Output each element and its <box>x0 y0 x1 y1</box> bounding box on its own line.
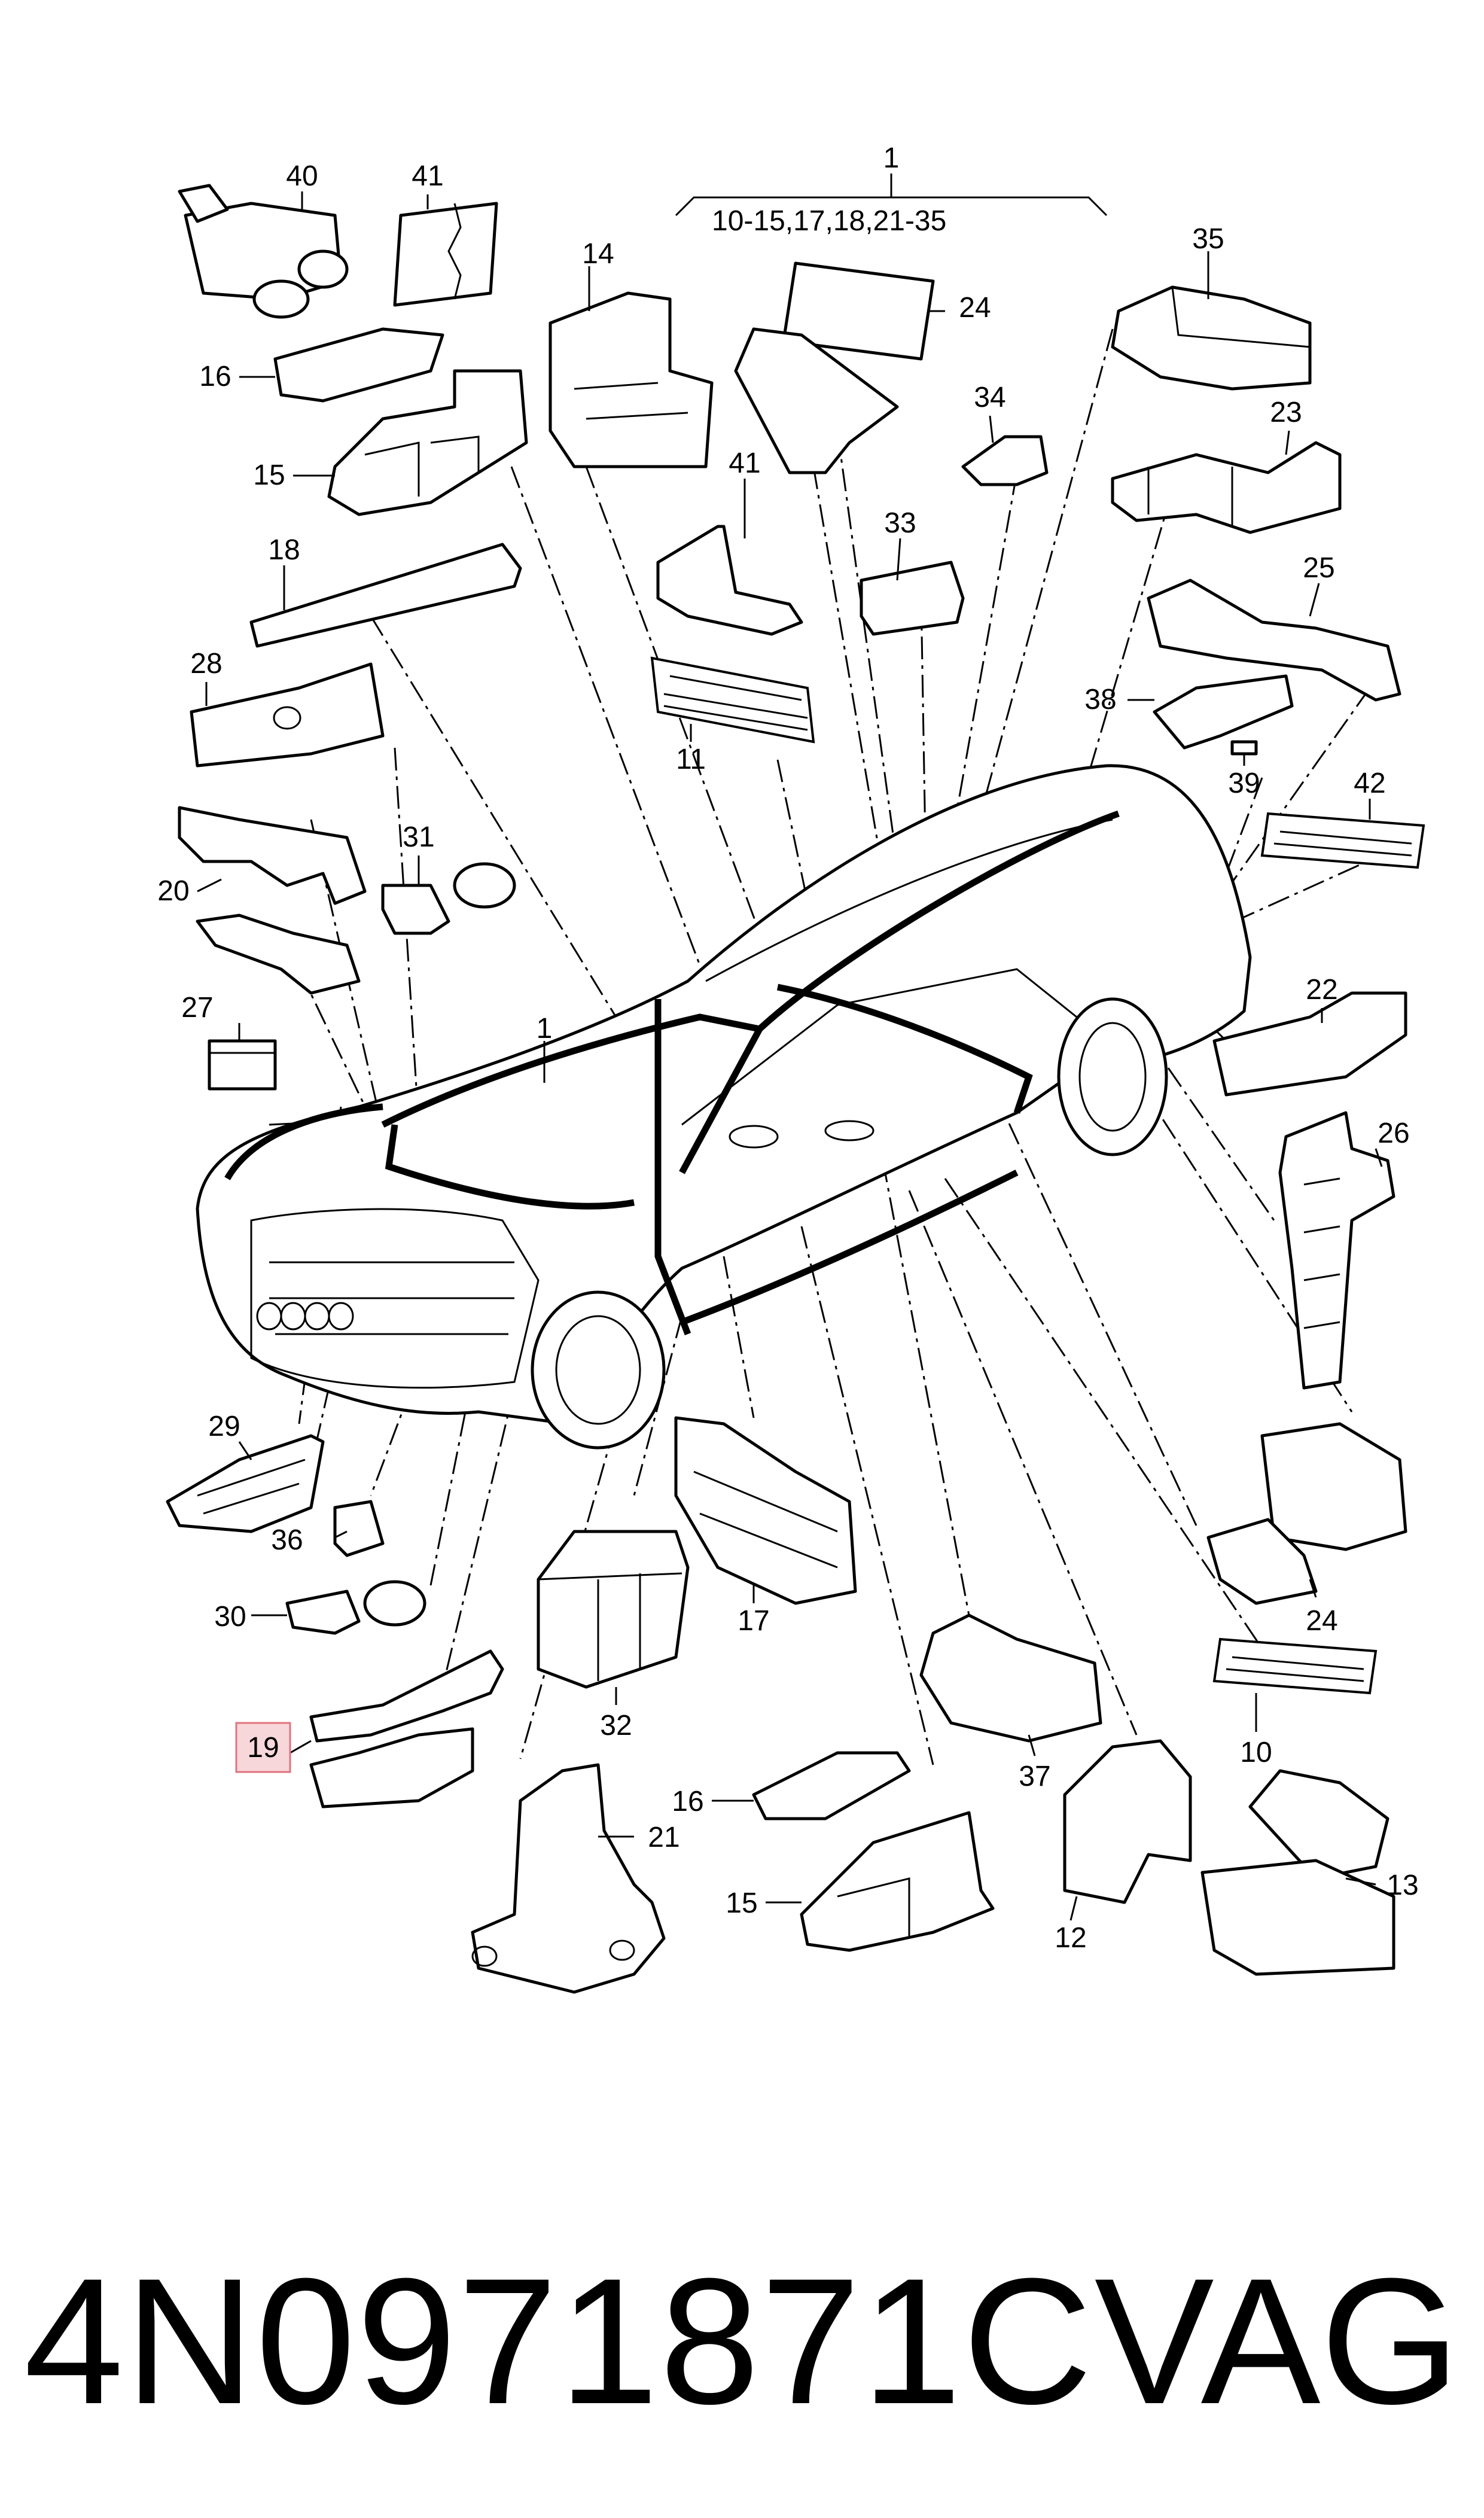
label-12: 12 <box>1055 1922 1086 1954</box>
label-22: 22 <box>1306 974 1337 1006</box>
part-11 <box>650 656 815 744</box>
part-34 <box>961 435 1049 486</box>
label-15-bottom: 15 <box>726 1887 757 1919</box>
part-20 <box>178 806 367 995</box>
label-21: 21 <box>648 1822 679 1853</box>
label-15-top: 15 <box>253 459 285 491</box>
callout-leaders <box>197 191 1383 1921</box>
part-15-bottom <box>800 1811 995 1952</box>
part-24-top <box>734 261 935 474</box>
label-24-top: 24 <box>959 292 991 324</box>
part-41-mid <box>656 525 803 636</box>
label-27: 27 <box>181 992 213 1024</box>
label-42: 42 <box>1354 768 1385 799</box>
part-25 <box>1147 578 1401 702</box>
label-19: 19 <box>247 1732 279 1764</box>
part-27 <box>208 1039 277 1091</box>
label-1-group: 1 <box>883 142 900 174</box>
part-16-bottom <box>752 1751 911 1820</box>
label-11: 11 <box>676 744 706 775</box>
part-14 <box>548 291 714 468</box>
brand-label: VAG <box>1094 2240 1460 2441</box>
part-36 <box>333 1500 385 1557</box>
label-30: 30 <box>214 1601 246 1633</box>
label-1-car: 1 <box>537 1013 553 1045</box>
label-29: 29 <box>208 1411 240 1442</box>
part-38 <box>1153 674 1294 750</box>
label-23: 23 <box>1270 397 1302 428</box>
car-body <box>196 764 1252 1450</box>
label-10: 10 <box>1240 1737 1272 1768</box>
part-13 <box>1200 1769 1395 1976</box>
part-30 <box>285 1580 426 1635</box>
label-35: 35 <box>1192 223 1224 255</box>
part-21 <box>471 1763 666 1994</box>
label-33: 33 <box>884 507 916 539</box>
part-number: 4N0971871C <box>24 2240 1094 2441</box>
part-29 <box>166 1434 325 1533</box>
part-22 <box>1212 991 1407 1097</box>
part-31 <box>381 862 516 935</box>
part-15-top <box>327 369 528 516</box>
part-35 <box>1111 285 1312 391</box>
label-39: 39 <box>1228 768 1260 799</box>
highlight-box-19 <box>235 1722 291 1773</box>
label-14: 14 <box>582 238 614 270</box>
part-40 <box>178 184 349 319</box>
part-12 <box>1063 1739 1192 1904</box>
label-32: 32 <box>600 1710 632 1741</box>
label-38: 38 <box>1084 684 1116 715</box>
label-16-bottom: 16 <box>672 1786 703 1817</box>
part-37 <box>919 1613 1102 1743</box>
label-41-top: 41 <box>412 160 443 192</box>
label-28: 28 <box>190 648 222 680</box>
label-36: 36 <box>271 1524 303 1556</box>
label-13: 13 <box>1387 1870 1418 1901</box>
part-33 <box>860 561 965 636</box>
part-19 <box>309 1649 504 1808</box>
label-25: 25 <box>1303 552 1334 584</box>
label-18: 18 <box>268 534 300 566</box>
callout-labels: 1 10-15,17,18,21-35 40 41 14 24 35 16 15… <box>157 142 1418 1954</box>
part-26 <box>1278 1111 1395 1390</box>
label-26: 26 <box>1378 1118 1409 1149</box>
part-39 <box>1230 740 1258 756</box>
part-18 <box>249 543 522 648</box>
label-24-bottom: 24 <box>1306 1605 1337 1637</box>
label-41-mid: 41 <box>729 447 760 479</box>
label-group-range: 10-15,17,18,21-35 <box>712 205 946 237</box>
part-41-top <box>393 202 498 307</box>
part-28 <box>190 662 385 768</box>
part-42 <box>1260 812 1425 869</box>
part-23 <box>1111 441 1342 534</box>
parts-diagram: 1 10-15,17,18,21-35 40 41 14 24 35 16 15… <box>157 142 1425 1994</box>
part-32 <box>537 1530 690 1689</box>
label-20: 20 <box>157 875 189 907</box>
label-37: 37 <box>1019 1761 1050 1792</box>
part-17 <box>674 1416 857 1605</box>
label-16-top: 16 <box>199 361 231 392</box>
part-10 <box>1212 1637 1378 1695</box>
part-24-bottom <box>1206 1422 1407 1605</box>
label-17: 17 <box>738 1605 769 1637</box>
part-16-top <box>273 327 444 403</box>
label-40: 40 <box>286 160 318 192</box>
label-34: 34 <box>974 382 1005 413</box>
label-31: 31 <box>403 821 434 853</box>
